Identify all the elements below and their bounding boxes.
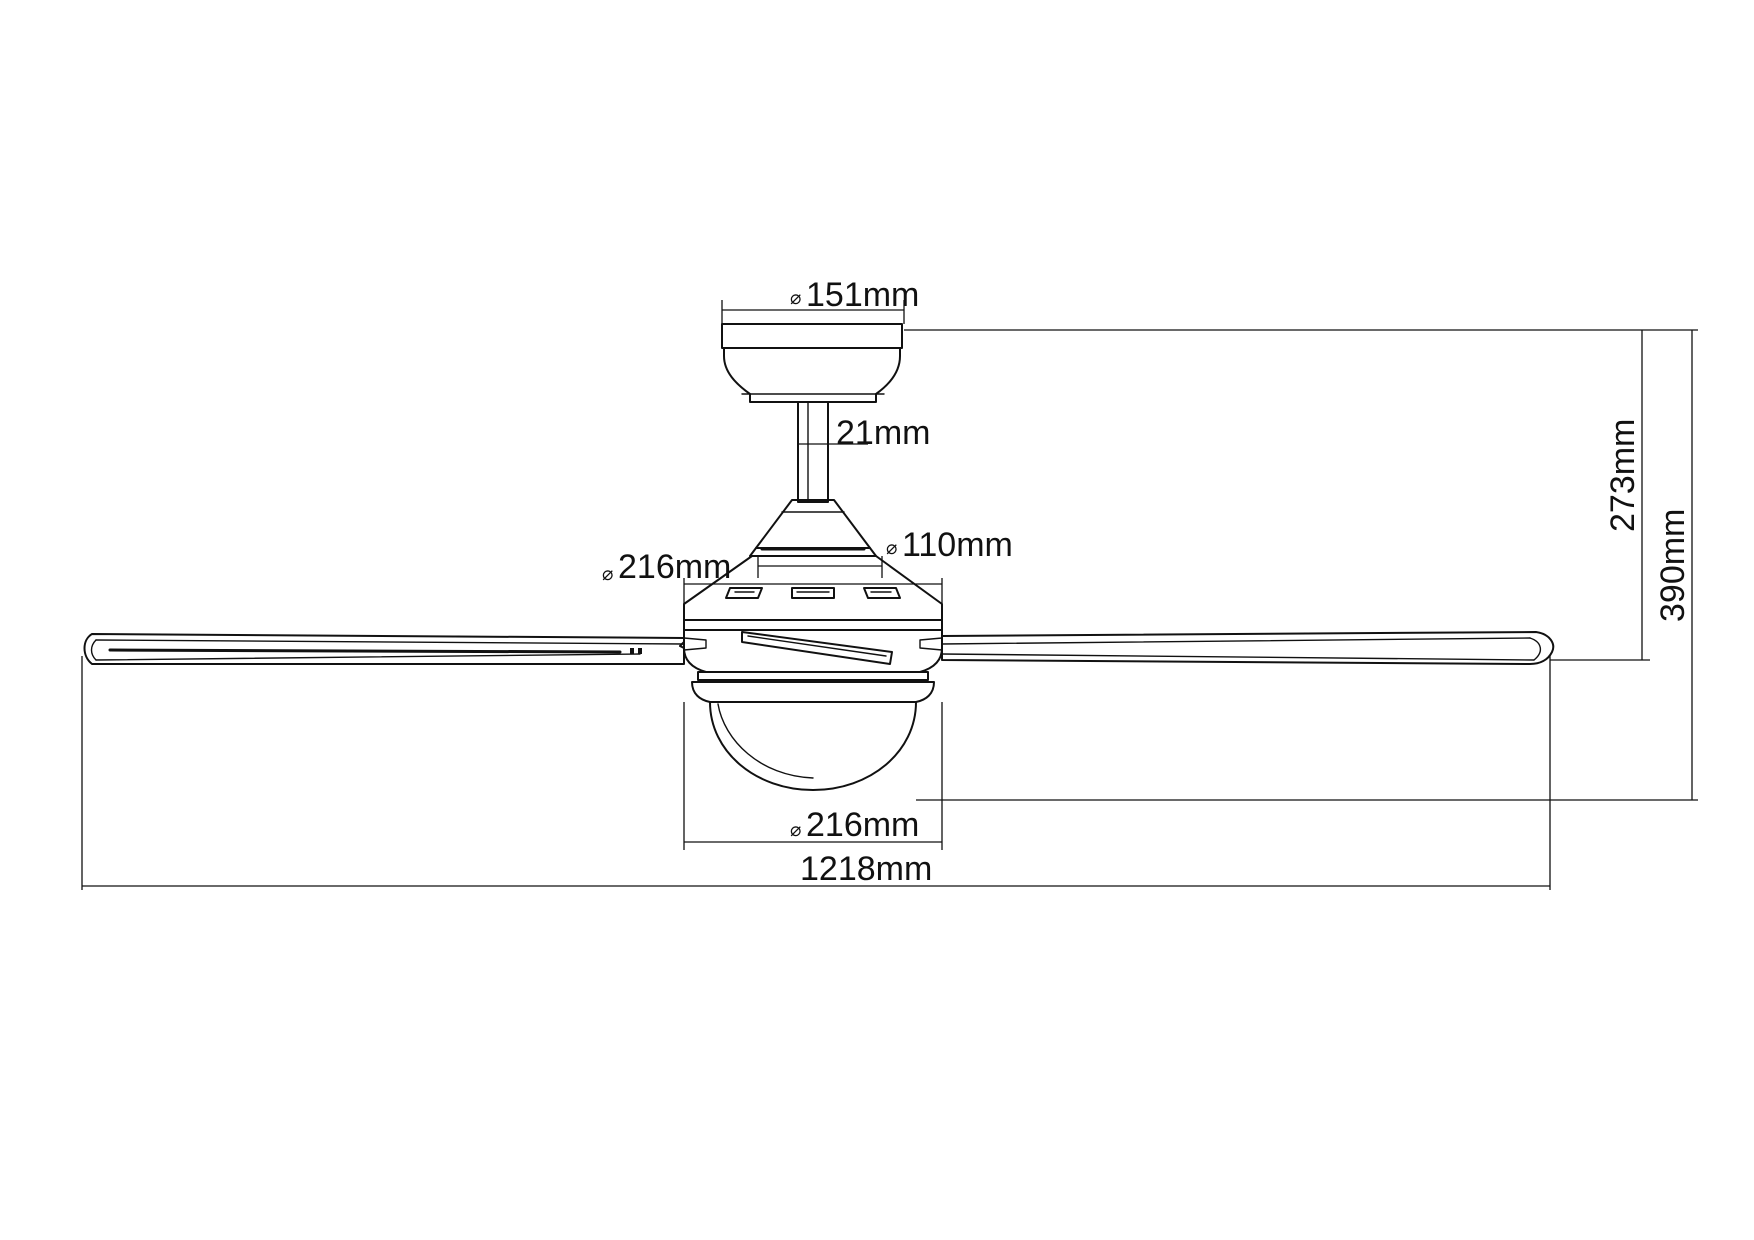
- light-kit-diameter-symbol: ⌀: [790, 819, 801, 841]
- height-to-blade-label: 273mm: [1604, 419, 1642, 532]
- motor-top-diameter-symbol: ⌀: [886, 537, 897, 559]
- left-blade: [83, 633, 685, 665]
- canopy-diameter-symbol: ⌀: [790, 287, 801, 309]
- light-kit-diameter-label: 216mm: [806, 806, 919, 844]
- motor-housing-diameter-label: 216mm: [618, 548, 731, 586]
- dimension-labels: ⌀ 151mm 21mm ⌀ 110mm ⌀ 216mm ⌀ 216mm 121…: [602, 276, 1692, 888]
- canopy: [721, 323, 903, 403]
- dimension-lines: [81, 300, 1698, 890]
- overall-height-label: 390mm: [1654, 509, 1692, 622]
- downrod-diameter-label: 21mm: [836, 414, 930, 452]
- downrod: [797, 401, 829, 503]
- blade-span-label: 1218mm: [800, 850, 932, 888]
- motor-top-cone: [749, 499, 877, 557]
- light-kit: [691, 681, 935, 791]
- fan-illustration: [83, 323, 1555, 791]
- canopy-diameter-label: 151mm: [806, 276, 919, 314]
- right-blade: [941, 631, 1555, 665]
- motor-band: [683, 629, 943, 681]
- motor-top-diameter-label: 110mm: [902, 526, 1013, 564]
- motor-housing-diameter-symbol: ⌀: [602, 563, 613, 585]
